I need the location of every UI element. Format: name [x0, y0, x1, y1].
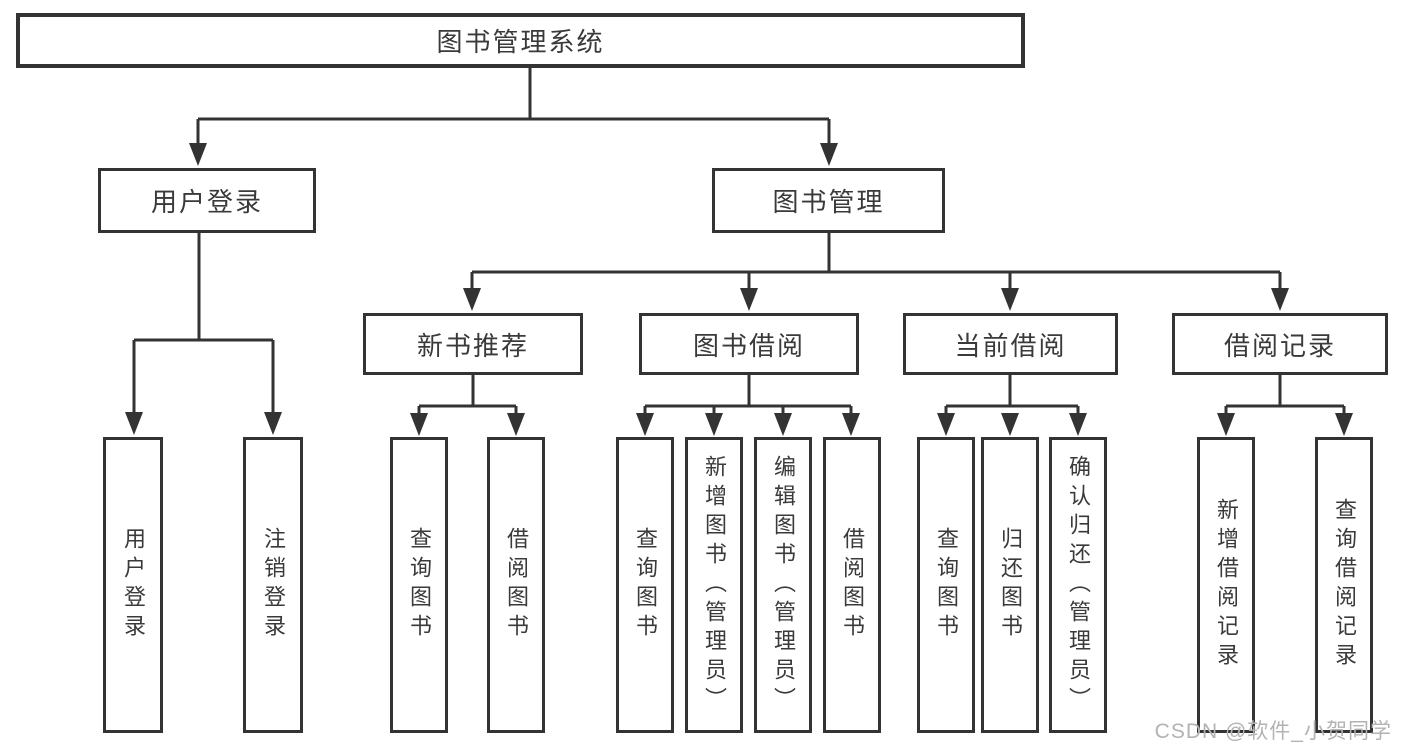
leaf-borrowing-borrow-books-label: 借阅图书 — [840, 527, 865, 643]
leaf-newbook-query-books: 查询图书 — [390, 437, 448, 733]
leaf-borrowing-query-books-label: 查询图书 — [633, 527, 658, 643]
leaf-newbook-query-books-label: 查询图书 — [407, 527, 432, 643]
leaf-logout-login: 注销登录 — [243, 437, 303, 733]
node-library-management-system: 图书管理系统 — [16, 13, 1025, 68]
leaf-newbook-borrow-books: 借阅图书 — [487, 437, 545, 733]
leaf-current-query-books-label: 查询图书 — [934, 527, 959, 643]
node-current-borrowing: 当前借阅 — [903, 313, 1118, 375]
leaf-borrowing-borrow-books: 借阅图书 — [823, 437, 881, 733]
leaf-current-query-books: 查询图书 — [917, 437, 975, 733]
node-book-management: 图书管理 — [712, 168, 945, 233]
leaf-logout-login-label: 注销登录 — [261, 527, 286, 643]
node-user-login: 用户登录 — [98, 168, 316, 233]
leaf-user-login: 用户登录 — [103, 437, 163, 733]
node-book-borrowing: 图书借阅 — [639, 313, 859, 375]
leaf-borrowing-query-books: 查询图书 — [616, 437, 674, 733]
leaf-borrowing-edit-books-admin-label: 编辑图书（管理员） — [771, 454, 796, 716]
node-borrowing-records: 借阅记录 — [1172, 313, 1388, 375]
leaf-user-login-label: 用户登录 — [121, 527, 146, 643]
leaf-borrowing-add-books-admin-label: 新增图书（管理员） — [702, 454, 727, 716]
connector-path — [132, 68, 1346, 418]
leaf-current-return-books-label: 归还图书 — [998, 527, 1023, 643]
leaf-borrowing-edit-books-admin: 编辑图书（管理员） — [754, 437, 812, 733]
leaf-records-add-borrow-record-label: 新增借阅记录 — [1214, 498, 1239, 672]
node-new-book-recommendation: 新书推荐 — [363, 313, 583, 375]
leaf-borrowing-add-books-admin: 新增图书（管理员） — [685, 437, 743, 733]
leaf-records-query-borrow-record-label: 查询借阅记录 — [1332, 498, 1357, 672]
leaf-current-confirm-return-admin: 确认归还（管理员） — [1049, 437, 1107, 733]
leaf-current-return-books: 归还图书 — [981, 437, 1039, 733]
leaf-current-confirm-return-admin-label: 确认归还（管理员） — [1066, 454, 1091, 716]
leaf-newbook-borrow-books-label: 借阅图书 — [504, 527, 529, 643]
watermark: CSDN @软件_小贺同学 — [1154, 720, 1392, 743]
leaf-records-add-borrow-record: 新增借阅记录 — [1197, 437, 1255, 733]
leaf-records-query-borrow-record: 查询借阅记录 — [1315, 437, 1373, 733]
